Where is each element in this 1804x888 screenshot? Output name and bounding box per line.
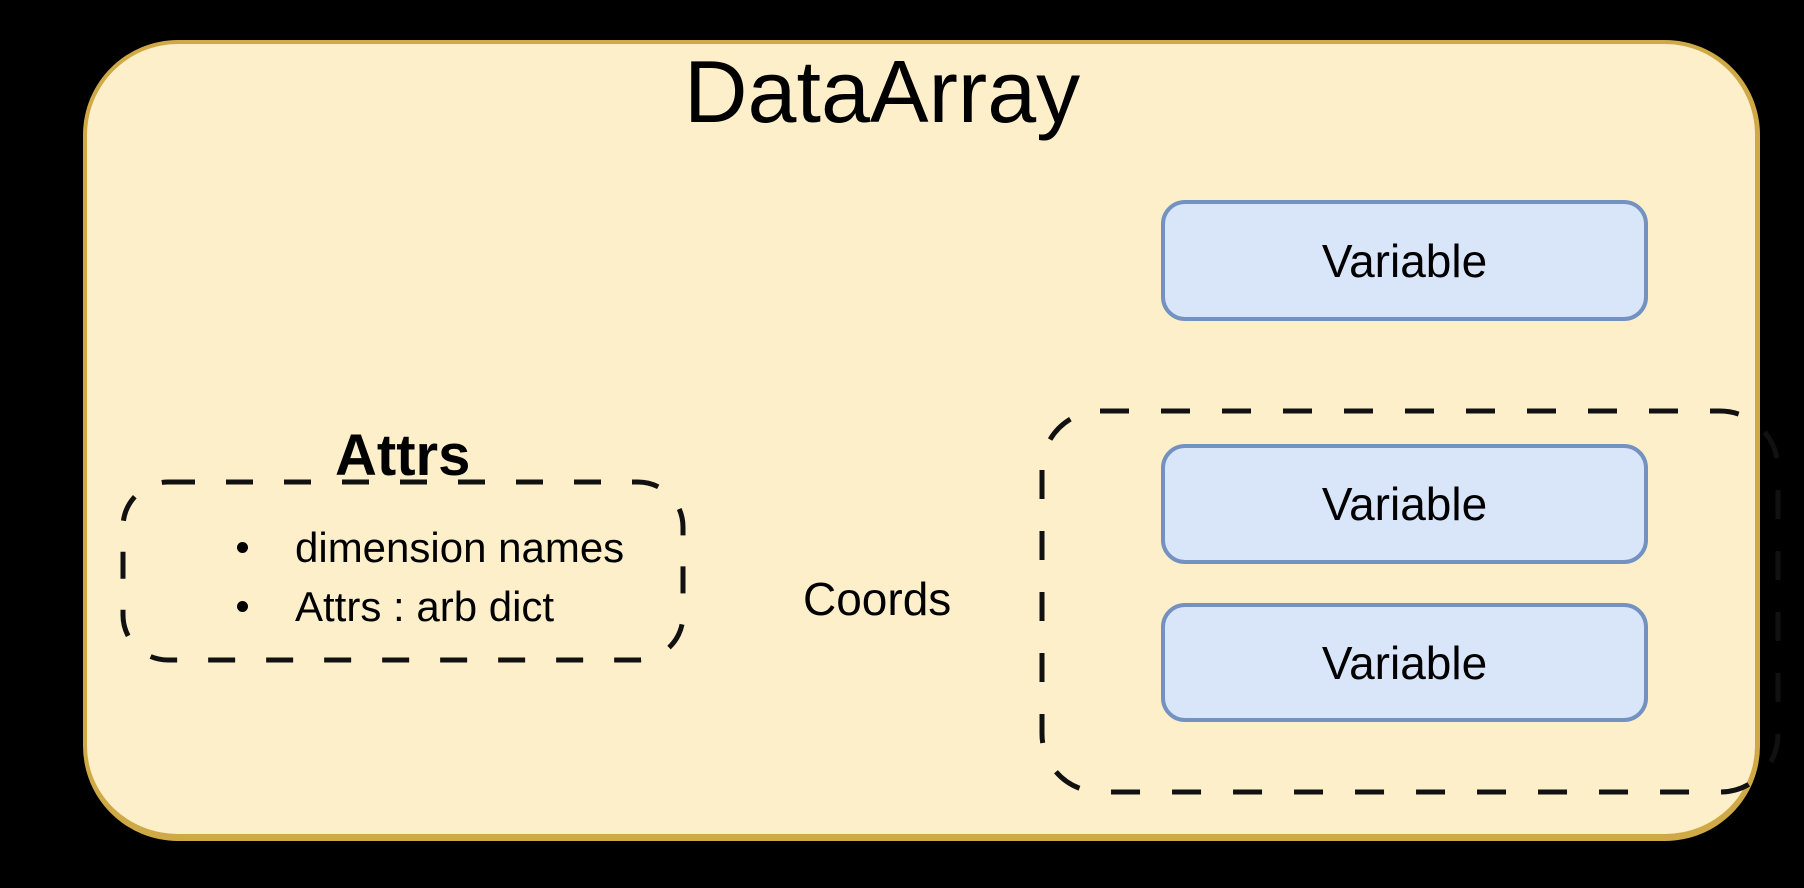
attrs-bullet-text: dimension names [295, 523, 625, 571]
attrs-heading: Attrs [335, 423, 471, 488]
dataarray-title: DataArray [684, 42, 1081, 141]
coords-label: Coords [803, 573, 952, 625]
attrs-bullet-list: dimension names Attrs : arb dict [228, 518, 688, 636]
variable-box-coords-2: Variable [1161, 603, 1648, 722]
variable-box-top: Variable [1161, 200, 1648, 321]
coords-dashed-border [1039, 408, 1781, 795]
attrs-bullet-item: Attrs : arb dict [228, 577, 688, 636]
attrs-bullet-text: Attrs : arb dict [295, 582, 555, 630]
attrs-bullet-item: dimension names [228, 518, 688, 577]
coords-dashed-box [1039, 408, 1781, 795]
variable-box-coords-1: Variable [1161, 444, 1648, 564]
variable-box-coords-2-label: Variable [1321, 636, 1488, 689]
variable-box-coords-1-label: Variable [1321, 478, 1488, 530]
variable-box-top-label: Variable [1321, 234, 1488, 287]
